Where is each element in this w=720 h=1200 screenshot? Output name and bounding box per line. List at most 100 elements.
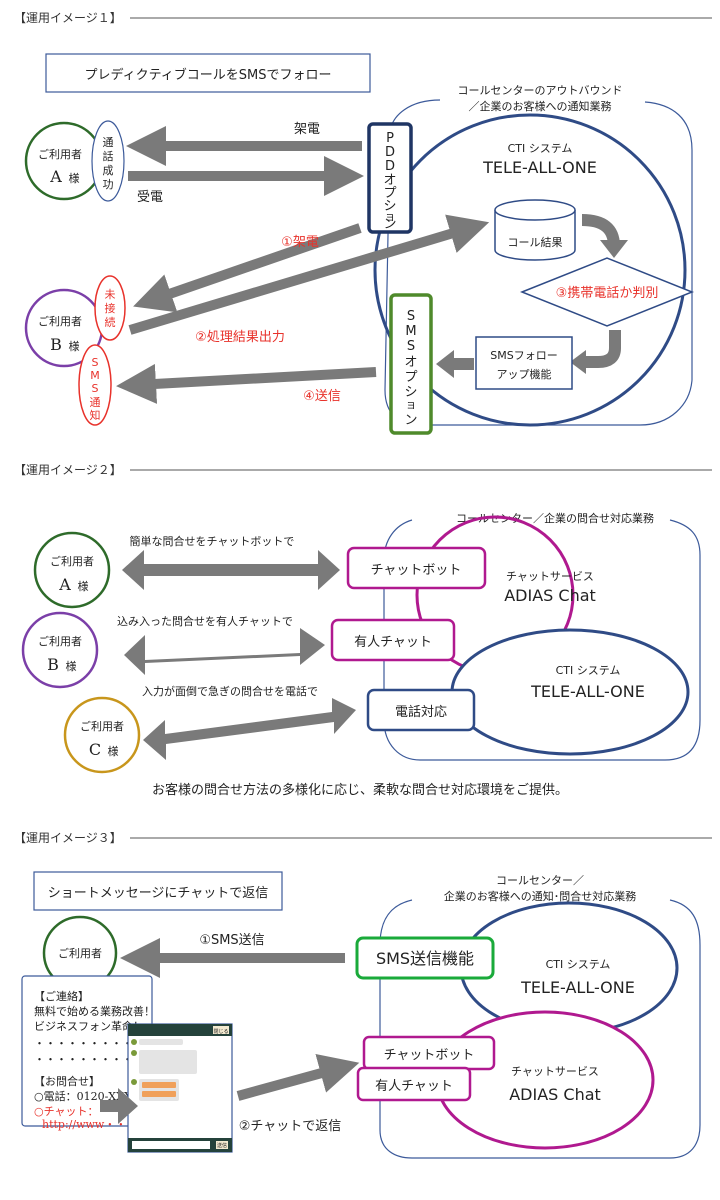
section-1-container: [384, 99, 693, 426]
user-a-letter: A: [49, 167, 62, 186]
svg-text:S: S: [92, 382, 99, 395]
phone-box: [366, 688, 476, 732]
svg-text:ビジネスフォン革命！: ビジネスフォン革命！: [34, 1019, 144, 1033]
judge-diamond: [519, 257, 695, 327]
label-step4: ④送信: [303, 389, 341, 404]
svg-text:D: D: [385, 159, 395, 174]
section-3-cti-name: TELE-ALL-ONE: [520, 978, 635, 997]
user-b-suffix: 様: [69, 339, 80, 353]
arrow-step4-send: [116, 363, 377, 404]
chatbot-label: チャットボット: [371, 563, 462, 578]
svg-text:M: M: [405, 324, 416, 339]
svg-text:ご利用者: ご利用者: [80, 719, 124, 733]
svg-text:無料で始める業務改善！: 無料で始める業務改善！: [34, 1004, 155, 1018]
svg-text:通: 通: [90, 396, 101, 409]
arrow-open-chat: [100, 1088, 138, 1124]
chat-input[interactable]: [132, 1141, 210, 1149]
svg-text:様: 様: [78, 579, 89, 593]
s3-user-label: ご利用者: [58, 946, 102, 960]
label-chat-reply: ②チャットで返信: [239, 1119, 342, 1134]
chat-option-button[interactable]: [142, 1082, 176, 1088]
bot-avatar-icon: [131, 1079, 137, 1085]
svg-text:D: D: [385, 145, 395, 160]
double-arrow-b: [124, 628, 325, 675]
section-2-container-label: コールセンター／企業の問合せ対応業務: [456, 511, 654, 525]
sms-option-box: [389, 293, 433, 435]
section-3: 【運用イメージ３】 ショートメッセージにチャットで返信 コールセンター／ 企業の…: [14, 831, 712, 1159]
section-2-chat-name: ADIAS Chat: [504, 586, 596, 605]
sms-notify-badge: [78, 344, 112, 426]
call-result-label: コール結果: [508, 235, 563, 249]
svg-text:・・・・・・・・・・: ・・・・・・・・・・: [34, 1037, 144, 1050]
s2-user-c-circle: [63, 696, 141, 774]
section-2-header: 【運用イメージ２】: [14, 463, 122, 477]
s2-label-a: 簡単な問合せをチャットボットで: [130, 534, 295, 548]
section-3-container-label-2: 企業のお客様への通知･問合せ対応業務: [444, 889, 637, 903]
svg-text:プ: プ: [383, 186, 396, 201]
svg-text:続: 続: [105, 315, 116, 329]
chat-bubble: [139, 1039, 183, 1045]
label-call-in: 受電: [137, 190, 163, 205]
svg-text:○チャット：: ○チャット：: [34, 1105, 99, 1118]
svg-text:成: 成: [103, 164, 114, 177]
svg-text:ン: ン: [404, 413, 417, 428]
s2-user-a-circle: [33, 531, 111, 609]
user-a-label: ご利用者: [38, 147, 82, 161]
arrow-shaft: [452, 358, 474, 370]
svg-text:接: 接: [105, 302, 116, 315]
svg-text:通: 通: [103, 136, 114, 149]
svg-text:B: B: [47, 655, 59, 674]
call-success-badge: [91, 120, 125, 202]
section-1-title: プレディクティブコールをSMSでフォロー: [84, 67, 331, 83]
svg-text:【お問合せ】: 【お問合せ】: [34, 1074, 100, 1088]
bot-avatar-icon: [131, 1050, 137, 1056]
user-b-letter: B: [50, 335, 62, 354]
svg-text:ご利用者: ご利用者: [50, 554, 94, 568]
svg-text:功: 功: [103, 178, 114, 191]
section-3-title: ショートメッセージにチャットで返信: [48, 886, 269, 901]
sms-followup-label-1: SMSフォロー: [490, 349, 557, 362]
s2-user-b-circle: [21, 611, 99, 689]
section-3-container: [379, 899, 701, 1159]
s2-label-b: 込み入った問合せを有人チャットで: [117, 614, 293, 628]
svg-text:A: A: [58, 575, 71, 594]
pdd-option-box: [367, 122, 413, 234]
arrowhead-icon: [600, 240, 628, 258]
user-b-label: ご利用者: [38, 314, 82, 328]
section-1-cti-name: TELE-ALL-ONE: [482, 158, 597, 177]
sms-followup-box: [475, 336, 573, 390]
svg-text:閉じる: 閉じる: [213, 1029, 228, 1035]
human-chat-box: [330, 618, 456, 662]
svg-text:ョ: ョ: [406, 398, 417, 411]
section-3-container-label-1: コールセンター／: [496, 874, 584, 887]
svg-text:S: S: [407, 309, 415, 324]
chat-send-button[interactable]: [216, 1141, 228, 1149]
section-3-title-box: [33, 871, 283, 911]
svg-text:プ: プ: [404, 370, 417, 385]
section-2-cti-label: CTI システム: [556, 664, 621, 677]
sms-followup-label-2: アップ機能: [497, 367, 552, 381]
arrow-step2-output: [128, 214, 490, 335]
chat-close-button[interactable]: [213, 1026, 229, 1034]
section-1-cti-circle: [373, 113, 687, 427]
arrowhead-icon-3: [436, 350, 454, 378]
human-chat-label: 有人チャット: [354, 635, 432, 650]
chat-option-button[interactable]: [142, 1091, 176, 1097]
section-2: 【運用イメージ２】 コールセンター／企業の問合せ対応業務 チャットサービス AD…: [14, 463, 712, 798]
svg-text:シ: シ: [383, 199, 396, 214]
section-1-container-label-1: コールセンターのアウトバウンド: [458, 84, 623, 97]
curved-arrow-icon-2: [585, 330, 621, 368]
double-arrow-a: [122, 550, 340, 590]
svg-text:ン: ン: [383, 217, 396, 232]
section-1-container-label-2: ／企業のお客様への通知業務: [469, 99, 612, 113]
svg-text:話: 話: [103, 149, 114, 163]
sms-option-label: S M S オ プ シ ョ ン: [404, 309, 417, 428]
svg-text:シ: シ: [404, 385, 417, 400]
phone-label: 電話対応: [395, 704, 447, 720]
chat-window: 閉じる 送信: [127, 1023, 233, 1153]
sms-send-label: SMS送信機能: [376, 949, 474, 968]
section-1-cti-label: CTI システム: [508, 142, 573, 155]
section-1-header: 【運用イメージ１】: [14, 11, 122, 25]
section-1: 【運用イメージ１】 プレディクティブコールをSMSでフォロー コールセンターのア…: [14, 11, 712, 435]
arrow-step1-call: [133, 223, 362, 313]
